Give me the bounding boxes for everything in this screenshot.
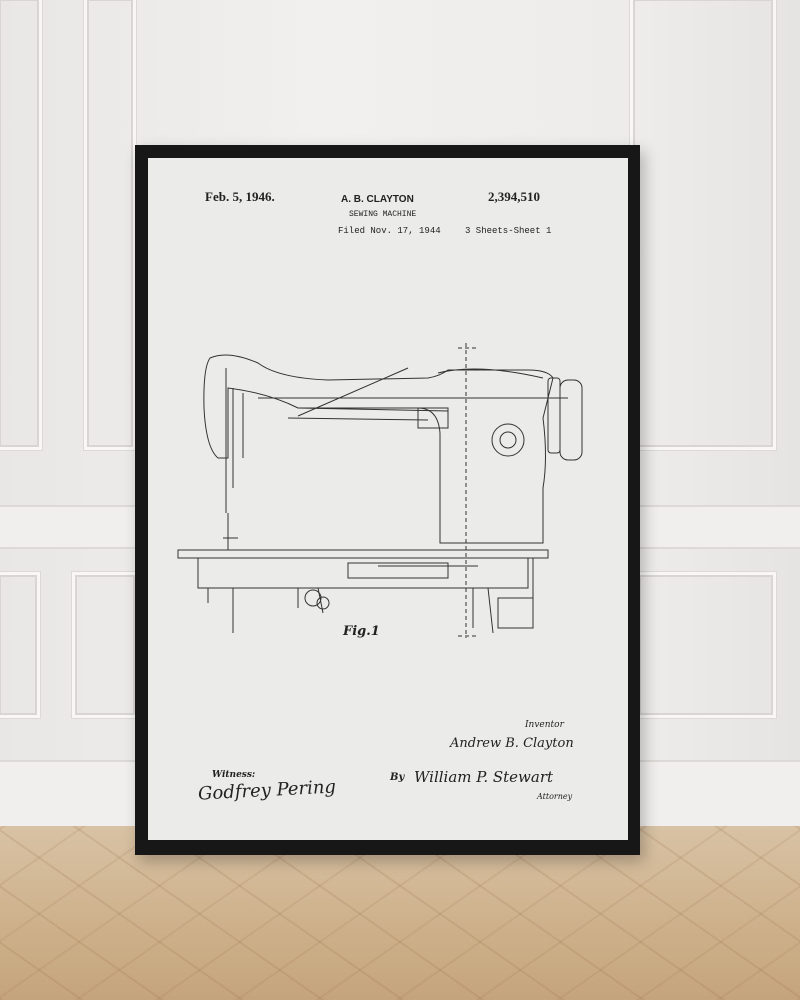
patent-date: Feb. 5, 1946. (205, 189, 275, 204)
witness-label: Witness: (212, 770, 256, 780)
sheets-label: 3 Sheets-Sheet 1 (465, 226, 552, 236)
patent-number: 2,394,510 (488, 189, 540, 204)
wainscot-panel (0, 572, 40, 718)
sewing-machine-drawing (177, 343, 583, 638)
attorney-label: Attorney (537, 792, 573, 801)
wall-molding-panel (630, 0, 776, 450)
inventor-label: Inventor (525, 720, 564, 730)
wall-molding-panel (84, 0, 136, 450)
wainscot-panel (636, 572, 776, 718)
figure-label: Fig.1 (343, 624, 380, 639)
by-label: By (390, 772, 405, 783)
wall-molding-panel (0, 0, 42, 450)
inventor-signature: Andrew B. Clayton (450, 736, 574, 751)
wainscot-panel (72, 572, 138, 718)
patent-poster: Feb. 5, 1946. A. B. CLAYTON SEWING MACHI… (148, 158, 628, 840)
inventor-header: A. B. CLAYTON (341, 194, 414, 205)
herringbone-floor (0, 826, 800, 1000)
patent-title: SEWING MACHINE (349, 210, 417, 219)
attorney-signature: William P. Stewart (414, 768, 554, 786)
filed-date: Filed Nov. 17, 1944 (338, 226, 441, 236)
